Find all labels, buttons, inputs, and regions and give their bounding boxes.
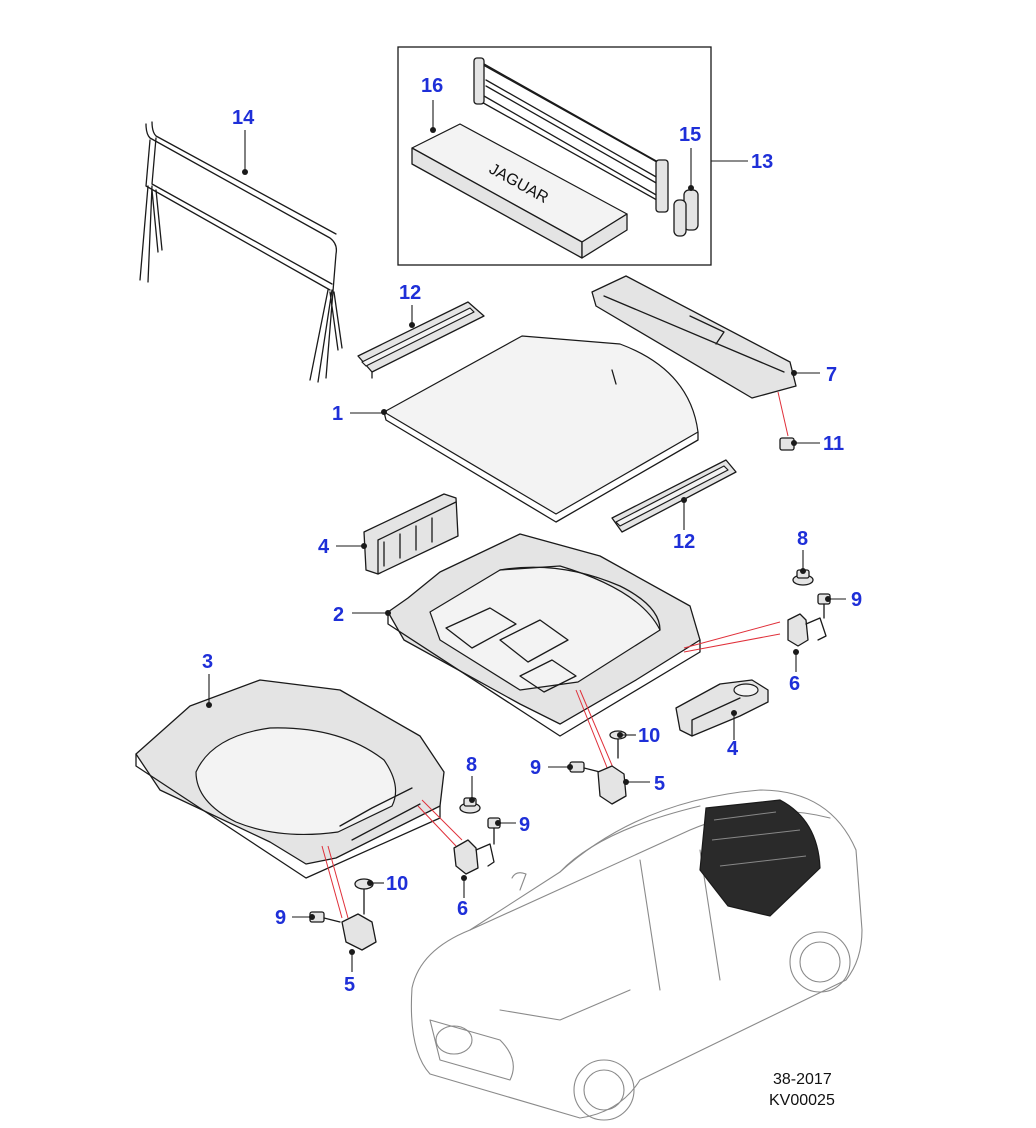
part-14-net-frame (139, 121, 343, 383)
callout-12-lower: 12 (673, 531, 695, 553)
callout-5-center: 5 (654, 773, 665, 795)
callout-3: 3 (202, 651, 213, 673)
callout-1: 1 (332, 403, 343, 425)
callout-8-left: 8 (466, 754, 477, 776)
callout-7: 7 (826, 364, 837, 386)
callout-14: 14 (232, 107, 255, 129)
accessory-kit-box (397, 46, 748, 266)
callout-9-right: 9 (851, 589, 862, 611)
callout-5-left: 5 (344, 974, 355, 996)
callout-9-left-middle: 9 (519, 814, 530, 836)
part-3-wheel-surround (135, 674, 463, 919)
callout-11: 11 (823, 433, 844, 455)
part-13-partition-frame (473, 57, 669, 213)
part-1-load-floor (350, 335, 699, 523)
bracket-set-left-middle (453, 776, 516, 898)
callout-4-right: 4 (727, 738, 739, 760)
bracket-set-center (548, 730, 650, 805)
callout-13: 13 (751, 151, 773, 173)
part-11-clip (779, 437, 820, 451)
date-code: 38-2017 (773, 1071, 832, 1088)
reference-codes: 38-2017 KV00025 (769, 1071, 835, 1109)
callout-8-right: 8 (797, 528, 808, 550)
callout-6-right: 6 (789, 673, 800, 695)
callout-12-upper: 12 (399, 282, 421, 304)
callout-10-left: 10 (386, 873, 408, 895)
callout-15: 15 (679, 124, 701, 146)
callout-9-center: 9 (530, 757, 541, 779)
callout-16: 16 (421, 75, 443, 97)
part-4-foam-block-left (336, 493, 459, 575)
part-4-foam-block-right (675, 679, 769, 740)
callout-10-center: 10 (638, 725, 660, 747)
callout-9-left-bottom: 9 (275, 907, 286, 929)
part-2-boot-tub (352, 533, 781, 771)
bracket-set-left-bottom (292, 878, 384, 972)
callout-6-left: 6 (457, 898, 468, 920)
part-7-sill-trim (591, 275, 820, 437)
callout-labels: 1 2 3 4 4 5 5 6 6 7 8 8 9 9 9 9 10 10 11… (202, 75, 862, 996)
bracket-set-right (787, 550, 846, 672)
callout-4-left: 4 (318, 536, 330, 558)
part-12-lower-rail (611, 459, 737, 533)
illustration-code: KV00025 (769, 1092, 835, 1109)
part-12-upper-rail (357, 301, 485, 379)
part-16-cushion-box: JAGUAR (411, 100, 628, 259)
part-15-struts (673, 148, 699, 237)
callout-2: 2 (333, 604, 344, 626)
vehicle-locator-illustration (410, 789, 863, 1121)
